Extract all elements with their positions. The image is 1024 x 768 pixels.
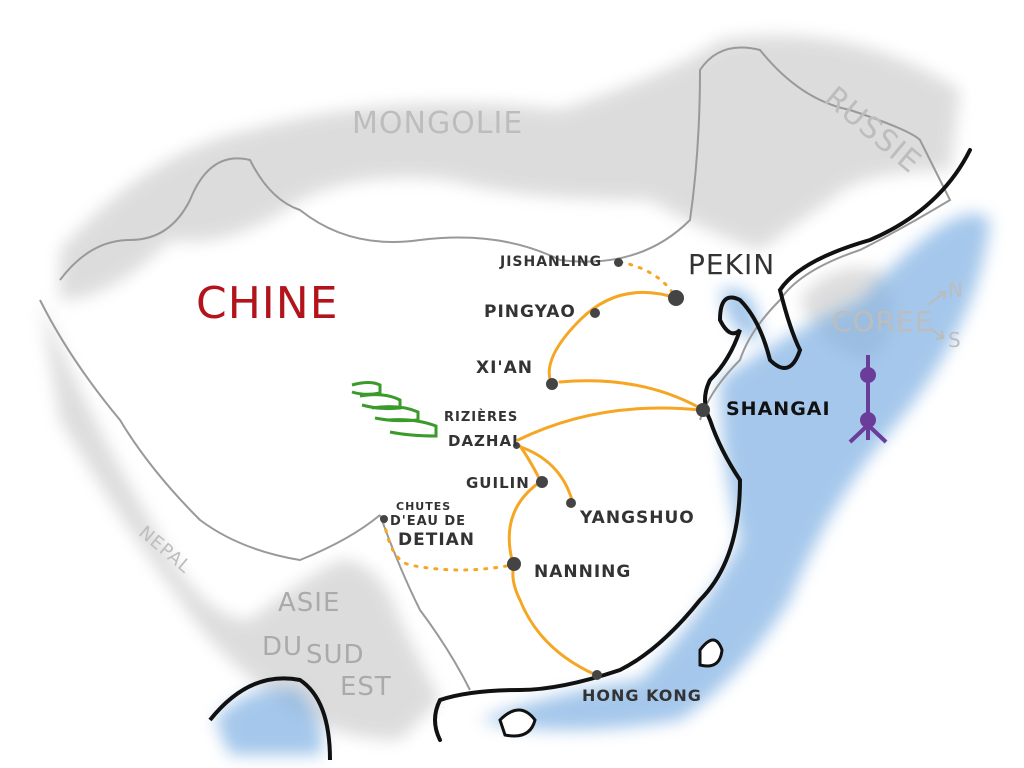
city-dot-dazhai[interactable]: [513, 442, 520, 449]
coastline: [433, 148, 972, 742]
korea-arrows: [927, 291, 947, 340]
route-hongkong-nanning: [511, 563, 598, 677]
city-dot-pekin[interactable]: [668, 290, 684, 306]
rice-terraces-icon: [351, 381, 438, 438]
route-xian-shangai: [558, 379, 702, 410]
southwest-border: [39, 299, 381, 562]
label-nanning: NANNING: [534, 562, 632, 582]
city-dot-pingyao[interactable]: [590, 308, 600, 318]
label-sea-asia-2: DU: [262, 632, 304, 662]
label-china: CHINE: [196, 278, 339, 329]
city-dot-hongkong[interactable]: [592, 670, 602, 680]
label-south: S: [948, 328, 962, 352]
coast-peninsula: [208, 676, 332, 761]
island: [698, 638, 724, 668]
city-dot-xian[interactable]: [546, 378, 558, 390]
label-guilin: GUILIN: [466, 474, 530, 492]
route-dazhai-yangshuo: [516, 444, 574, 502]
label-mongolia: MONGOLIE: [352, 106, 524, 141]
label-jishanling: JISHANLING: [500, 254, 603, 270]
label-shangai: SHANGAI: [726, 398, 831, 420]
label-chutes-3: DETIAN: [398, 530, 476, 550]
label-dazhai: DAZHAI: [448, 432, 519, 450]
northern-border: [59, 46, 952, 421]
tv-tower-icon: [848, 355, 888, 444]
travel-routes: [382, 260, 702, 677]
label-rizieres: RIZIÈRES: [444, 410, 519, 425]
route-shangai-dazhai: [516, 406, 702, 442]
city-dot-guilin[interactable]: [536, 476, 548, 488]
label-chutes-2: D'EAU DE: [390, 514, 467, 529]
label-north: N: [948, 278, 964, 302]
label-xian: XI'AN: [476, 358, 534, 378]
route-pekin-pingyao-xian: [547, 290, 678, 387]
city-dot-detian[interactable]: [380, 515, 388, 523]
label-chutes-1: CHUTES: [396, 500, 452, 513]
label-sea-asia-4: EST: [340, 672, 392, 702]
label-sea-asia-1: ASIE: [278, 588, 341, 618]
city-dot-jishanling[interactable]: [614, 258, 623, 267]
route-guilin-nanning: [507, 480, 542, 562]
label-korea: COREE: [832, 305, 934, 338]
label-hongkong: HONG KONG: [582, 686, 702, 705]
label-pingyao: PINGYAO: [484, 302, 576, 322]
laos-border: [379, 514, 471, 691]
city-dot-nanning[interactable]: [507, 557, 521, 571]
label-yangshuo: YANGSHUO: [580, 508, 695, 528]
hainan-island: [498, 708, 537, 738]
label-sea-asia-3: SUD: [306, 640, 365, 670]
city-dot-shangai[interactable]: [696, 403, 710, 417]
route-detian: [382, 518, 514, 572]
city-dot-yangshuo[interactable]: [566, 498, 576, 508]
label-pekin: PEKIN: [688, 248, 776, 281]
